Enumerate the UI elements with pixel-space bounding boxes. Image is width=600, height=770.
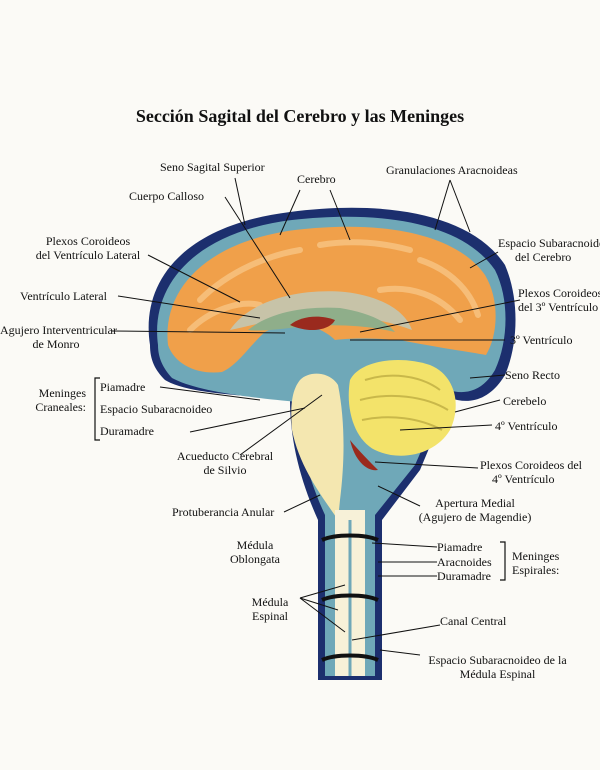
- label-agujero-2: de Monro: [32, 337, 80, 351]
- bracket-cranial: [94, 377, 100, 441]
- label-cuarto-ventriculo: 4º Ventrículo: [495, 419, 558, 433]
- label-seno-recto: Seno Recto: [505, 368, 560, 382]
- label-protuberancia: Protuberancia Anular: [172, 505, 275, 519]
- label-granulaciones: Granulaciones Aracnoideas: [386, 163, 518, 177]
- page-title: Sección Sagital del Cerebro y las Mening…: [135, 106, 465, 126]
- label-seno-sagital: Seno Sagital Superior: [160, 160, 265, 174]
- label-plexos-3-1: Plexos Coroideos: [518, 286, 600, 300]
- label-ventriculo-lateral: Ventrículo Lateral: [20, 289, 107, 303]
- label-plexos-lateral-1: Plexos Coroideos: [45, 234, 131, 248]
- label-acueducto-2: de Silvio: [203, 463, 247, 477]
- label-meninges-espinales-2: Espirales:: [512, 563, 560, 577]
- label-apertura-2: (Agujero de Magendie): [418, 510, 532, 524]
- label-plexos-4-2: 4º Ventrículo: [492, 472, 555, 486]
- label-apertura-1: Apertura Medial: [435, 496, 515, 510]
- label-medula-oblongata-1: Médula: [236, 538, 274, 552]
- label-plexos-4-1: Plexos Coroideos del: [480, 458, 582, 472]
- label-duramadre-craneal: Duramadre: [100, 424, 154, 438]
- label-medula-oblongata-2: Oblongata: [230, 552, 280, 566]
- choroid-plexus-fourth: [350, 440, 378, 471]
- label-medula-espinal-1: Médula: [251, 595, 289, 609]
- label-meninges-craneales-2: Craneales:: [35, 400, 86, 414]
- label-agujero-1: Agujero Interventricular: [0, 323, 117, 337]
- label-piamadre-craneal: Piamadre: [100, 380, 146, 394]
- label-piamadre-espinal: Piamadre: [437, 540, 483, 554]
- label-duramadre-espinal: Duramadre: [437, 569, 491, 583]
- bracket-spinal: [500, 541, 506, 581]
- label-canal-central: Canal Central: [440, 614, 507, 628]
- label-acueducto-1: Acueducto Cerebral: [176, 449, 274, 463]
- label-plexos-lateral-2: del Ventrículo Lateral: [35, 248, 141, 262]
- label-espacio-cerebro-1: Espacio Subaracnoideo: [498, 236, 600, 250]
- label-espacio-cerebro-2: del Cerebro: [515, 250, 572, 264]
- choroid-plexus-third: [290, 316, 335, 331]
- label-aracnoides-espinal: Aracnoides: [437, 555, 492, 569]
- spinal-meninge-bands: [321, 533, 379, 662]
- label-cerebelo: Cerebelo: [503, 394, 547, 408]
- label-meninges-craneales-1: Meninges: [38, 386, 86, 400]
- label-meninges-espinales-1: Meninges: [512, 549, 560, 563]
- cerebellum: [348, 360, 456, 456]
- label-espacio-medula-2: Médula Espinal: [459, 667, 536, 681]
- label-cuerpo-calloso: Cuerpo Calloso: [129, 189, 204, 203]
- label-cerebro: Cerebro: [297, 172, 336, 186]
- label-plexos-3-2: del 3º Ventrículo: [518, 300, 599, 314]
- cerebellar-folia: [359, 374, 449, 431]
- leader-lines: [111, 177, 521, 656]
- label-tercer-ventriculo: 3º Ventrículo: [510, 333, 573, 347]
- label-espacio-medula-1: Espacio Subaracnoideo de la: [428, 653, 567, 667]
- label-medula-espinal-2: Espinal: [252, 609, 288, 623]
- label-espacio-subaracnoideo-craneal: Espacio Subaracnoideo: [100, 402, 213, 416]
